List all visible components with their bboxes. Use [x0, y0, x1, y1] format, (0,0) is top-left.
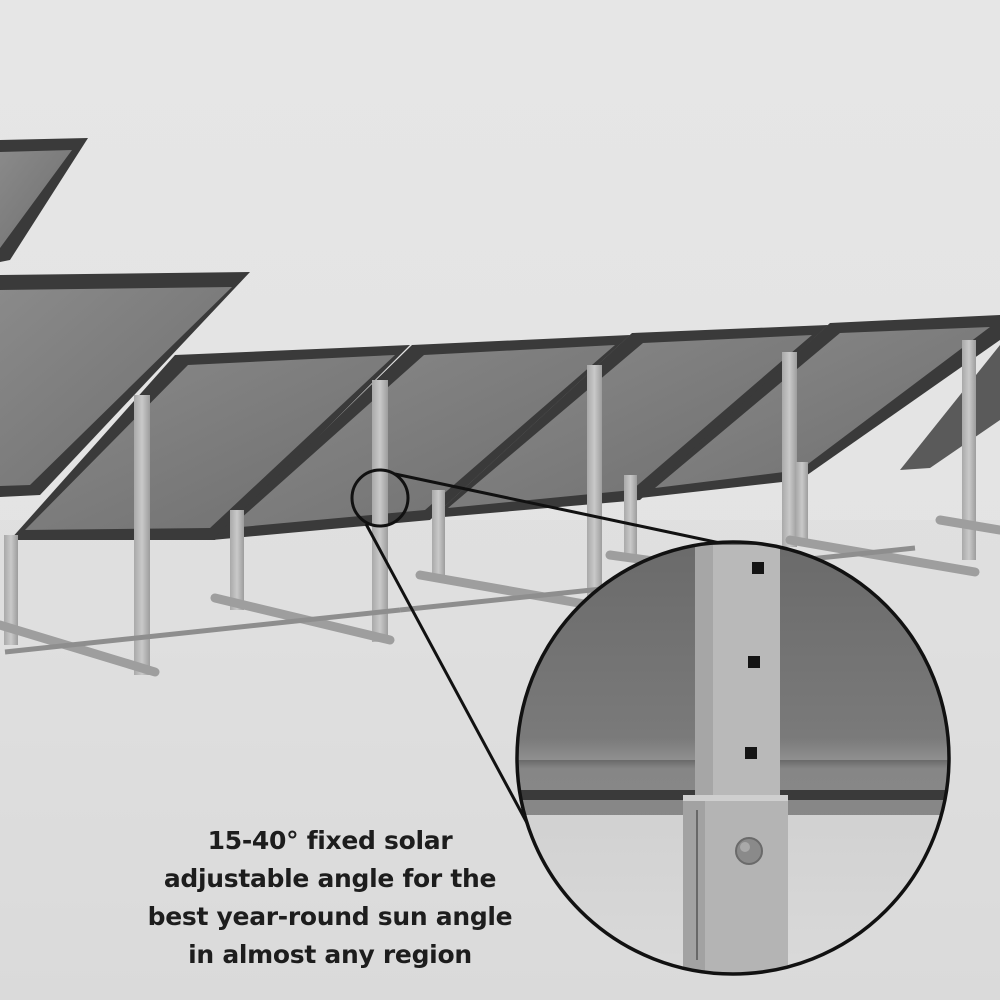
adjust-hole-2 [748, 656, 760, 668]
solar-panel-6 [640, 315, 1000, 498]
focus-circle [350, 468, 410, 528]
solar-panel-3 [10, 345, 410, 540]
magnifier-outline [515, 540, 951, 976]
caption: 15-40° fixed solar adjustable angle for … [130, 822, 530, 974]
adjust-hole-1 [752, 562, 764, 574]
caption-line: in almost any region [188, 940, 472, 969]
connector-line-bottom [364, 523, 550, 863]
solar-panel-4 [212, 335, 630, 540]
caption-line: best year-round sun angle [147, 902, 513, 931]
magnifier-detail [515, 540, 951, 976]
solar-panel-2 [0, 272, 250, 497]
adjust-hole-3 [745, 747, 757, 759]
solar-panel-1 [0, 138, 88, 262]
connector-line-top [394, 472, 721, 545]
support-legs [4, 340, 976, 675]
locking-pin [735, 837, 763, 865]
caption-line: 15-40° fixed solar [207, 826, 453, 855]
caption-line: adjustable angle for the [163, 864, 497, 893]
solar-panel-5 [432, 325, 828, 518]
